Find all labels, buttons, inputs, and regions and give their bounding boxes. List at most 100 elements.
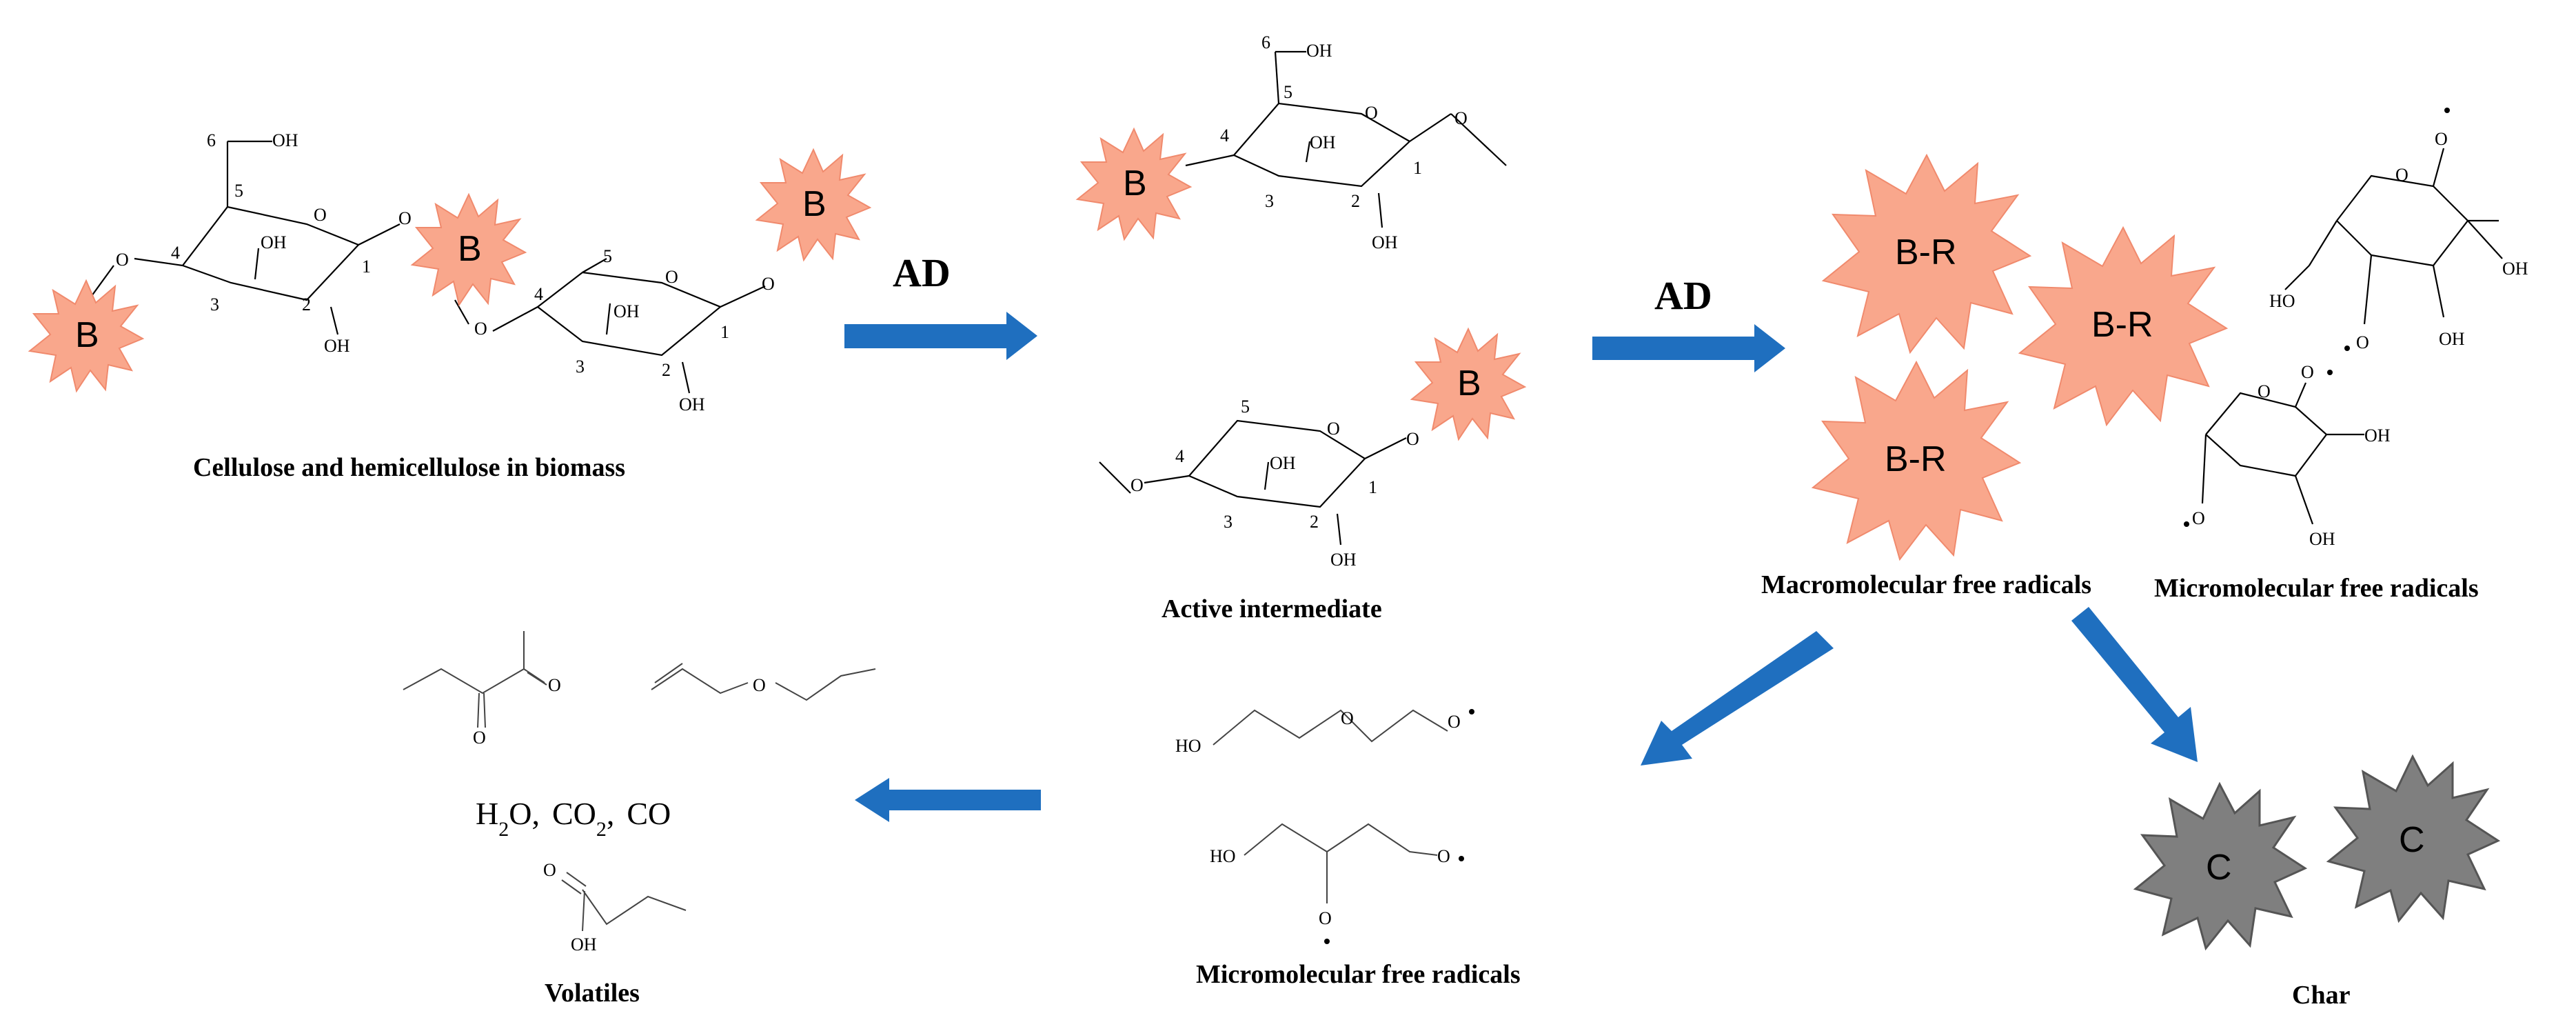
caption-volatiles: Volatiles	[545, 979, 640, 1008]
ring-number: 3	[576, 357, 585, 377]
burst-br: B-R	[1823, 154, 2031, 353]
label-ho: HO	[1175, 736, 1201, 756]
label-o: O	[753, 675, 766, 695]
label-o: O	[548, 675, 561, 695]
burst-b-label: B	[1457, 363, 1481, 403]
active-intermediate-top: OH OH OH O O 6 5 4 3 2 1 B	[1077, 32, 1507, 252]
caption-micromolecular-top: Micromolecular free radicals	[2154, 574, 2479, 603]
micromolecular-radicals-bottom: HO O O HO O O Micromolecular free radica…	[1175, 708, 1521, 989]
label-oh: OH	[261, 232, 287, 252]
label-o: O	[474, 319, 487, 339]
label-o: O	[2301, 362, 2314, 382]
burst-b-label: B	[1123, 163, 1147, 203]
label-o: O	[1448, 712, 1461, 732]
burst-b: B	[29, 280, 143, 392]
arrow-label-ad: AD	[893, 250, 951, 295]
label-o: O	[2192, 508, 2205, 528]
label-oh: OH	[1330, 550, 1357, 570]
burst-br-label: B-R	[2091, 305, 2153, 345]
label-o: O	[2395, 165, 2408, 185]
ring-number: 1	[1413, 158, 1422, 178]
burst-c-label: C	[2399, 820, 2425, 860]
label-o: O	[1454, 108, 1468, 128]
label-o: O	[473, 728, 486, 748]
label-oh: OH	[571, 934, 597, 954]
label-oh: OH	[2309, 529, 2335, 549]
ring-number: 5	[1241, 397, 1250, 417]
label-o: O	[1437, 846, 1450, 866]
burst-c-label: C	[2206, 848, 2232, 888]
ring-number: 6	[207, 130, 216, 150]
label-oh: OH	[613, 301, 640, 321]
arrow-to-char	[2071, 607, 2198, 762]
formula-gases: H2O,CO2,CO	[476, 796, 671, 841]
label-oh: OH	[2502, 259, 2528, 279]
ring-number: 4	[534, 284, 543, 304]
caption-cellulose: Cellulose and hemicellulose in biomass	[193, 453, 625, 482]
label-o: O	[1341, 708, 1354, 728]
arrow-label-ad: AD	[1654, 273, 1712, 318]
label-o: O	[543, 860, 556, 880]
label-ho: HO	[2269, 291, 2295, 311]
burst-br: B-R	[1812, 361, 2020, 560]
label-o: O	[314, 205, 327, 225]
label-o: O	[1319, 908, 1332, 928]
label-o: O	[1365, 103, 1378, 123]
label-oh: OH	[679, 394, 705, 414]
ring-number: 6	[1261, 32, 1270, 52]
burst-b-label: B	[458, 229, 482, 269]
ring-number: 1	[362, 257, 371, 277]
label-o: O	[2435, 129, 2448, 149]
ring-number: 3	[210, 294, 219, 314]
ring-number: 5	[1284, 82, 1292, 102]
caption-char: Char	[2292, 981, 2351, 1010]
label-ho: HO	[1210, 846, 1236, 866]
caption-micromolecular-bottom: Micromolecular free radicals	[1196, 960, 1521, 989]
burst-c: C	[2327, 755, 2499, 922]
burst-b: B	[756, 149, 871, 261]
label-o: O	[116, 250, 129, 270]
burst-c: C	[2134, 783, 2306, 950]
label-o: O	[1327, 419, 1340, 439]
burst-b-label: B	[75, 315, 99, 355]
label-oh: OH	[272, 130, 298, 150]
ring-number: 5	[234, 181, 243, 201]
label-oh: OH	[324, 336, 350, 356]
caption-macromolecular: Macromolecular free radicals	[1761, 570, 2091, 599]
burst-b: B	[1077, 128, 1191, 240]
arrow-to-micromolecular	[1641, 631, 1834, 766]
label-oh: OH	[1270, 453, 1296, 473]
label-o: O	[2356, 332, 2369, 352]
ring-number: 4	[171, 243, 180, 263]
ring-number: 5	[603, 246, 612, 266]
ring-number: 1	[720, 322, 729, 342]
label-o: O	[665, 267, 678, 287]
label-o: O	[762, 274, 775, 294]
micromolecular-radicals-top: O HO O OH OH O O O OH OH O Micromolecula…	[2154, 108, 2528, 603]
label-oh: OH	[1372, 232, 1398, 252]
ring-number: 4	[1175, 446, 1184, 466]
burst-br: B-R	[2019, 227, 2227, 426]
ring-number: 2	[1351, 191, 1360, 211]
arrow-ad-1: AD	[844, 250, 1037, 360]
label-oh: OH	[2439, 329, 2465, 349]
arrow-ad-2: AD	[1592, 273, 1785, 372]
ring-number: 3	[1265, 191, 1274, 211]
label-o: O	[2258, 381, 2271, 401]
ring-number: 3	[1224, 512, 1233, 532]
label-o: O	[1130, 475, 1144, 495]
label-oh: OH	[2364, 426, 2391, 446]
burst-b-label: B	[802, 184, 826, 224]
burst-b: B	[1411, 328, 1525, 440]
burst-b: B	[412, 194, 526, 306]
label-o: O	[1406, 429, 1419, 449]
ring-number: 4	[1220, 126, 1229, 146]
char-group: C C Char	[2134, 755, 2499, 1010]
macromolecular-radicals: B-R B-R B-R Macromolecular free radicals	[1761, 154, 2227, 599]
ring-number: 2	[1310, 512, 1319, 532]
volatiles-group: O O O H2O,CO2,CO O OH Volatiles	[403, 631, 876, 1008]
label-oh: OH	[1306, 41, 1332, 61]
active-intermediate-bottom: O OH OH O O 5 4 3 2 1 B Active intermedi…	[1099, 328, 1525, 623]
ring-number: 1	[1368, 477, 1377, 497]
